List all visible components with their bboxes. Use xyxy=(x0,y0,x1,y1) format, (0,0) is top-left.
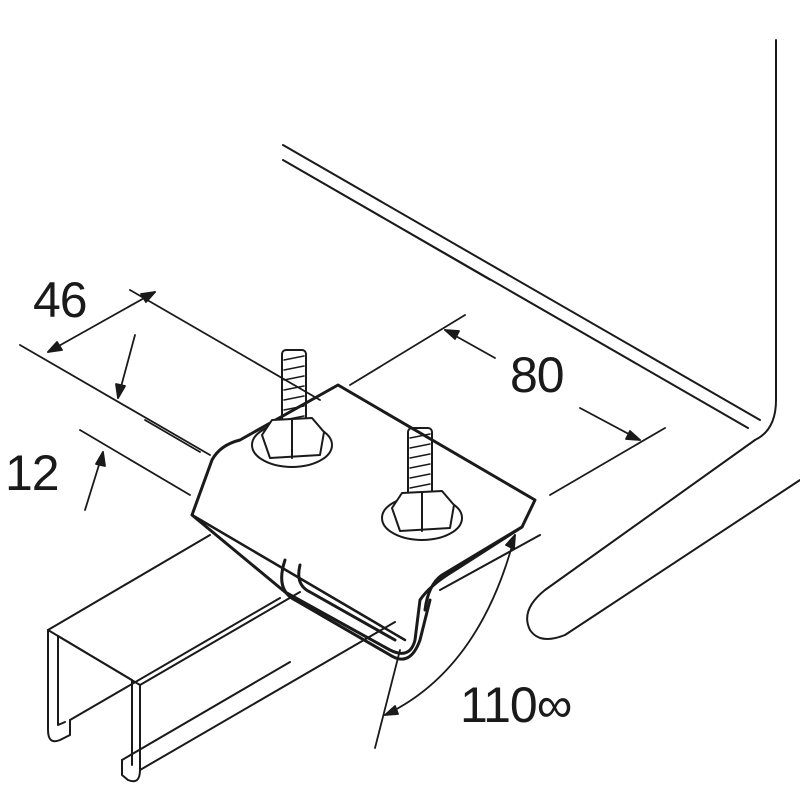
dimension-lines xyxy=(19,289,666,749)
bolt-right xyxy=(381,427,463,541)
channel-strut xyxy=(47,534,541,783)
dimension-label-80: 80 xyxy=(510,347,565,403)
dimension-label-46: 46 xyxy=(33,272,88,328)
bolt-left xyxy=(251,349,333,468)
clamp-plate[interactable] xyxy=(190,383,537,661)
beam-flange xyxy=(282,39,800,640)
dimension-label-12: 12 xyxy=(5,445,60,501)
dimension-label-angle-110: 110∞ xyxy=(460,677,572,733)
